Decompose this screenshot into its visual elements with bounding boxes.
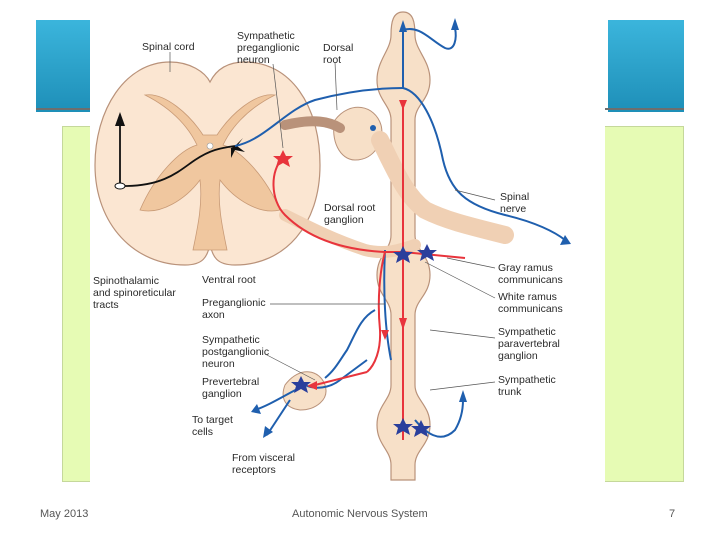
- label-symp-trunk-1: Sympathetic: [498, 374, 556, 386]
- autonomic-reflex-diagram: Spinal cord Sympathetic preganglionic ne…: [90, 0, 605, 490]
- label-prevertebral-1: Prevertebral: [202, 376, 259, 388]
- label-pre-axon-1: Preganglionic: [202, 297, 266, 309]
- label-symp-pre-neuron-1: Sympathetic: [237, 30, 295, 42]
- label-spinal-cord: Spinal cord: [142, 41, 195, 53]
- label-gray-ramus-2: communicans: [498, 274, 563, 286]
- spinothalamic-pathway: [114, 112, 245, 190]
- sympathetic-arrowheads: [307, 100, 407, 390]
- label-white-ramus-2: communicans: [498, 303, 563, 315]
- sympathetic-fibers: [272, 100, 466, 440]
- label-dorsal-root-1: Dorsal: [323, 42, 353, 54]
- label-prevertebral-2: ganglion: [202, 388, 242, 400]
- paravertebral-neuron-body-2: [417, 244, 437, 261]
- label-symp-post-2: postganglionic: [202, 346, 269, 358]
- paravertebral-neuron-body: [393, 246, 413, 263]
- label-pre-axon-2: axon: [202, 309, 225, 321]
- label-spinothalamic-3: tracts: [93, 299, 119, 311]
- label-drg-1: Dorsal root: [324, 202, 375, 214]
- sensory-arrowheads: [251, 18, 571, 438]
- label-spinal-nerve-2: nerve: [500, 203, 526, 215]
- label-symp-trunk-2: trunk: [498, 386, 522, 398]
- label-paravertebral-2: paravertebral: [498, 338, 560, 350]
- label-spinal-nerve-1: Spinal: [500, 191, 529, 203]
- label-visceral-1: From visceral: [232, 452, 295, 464]
- label-symp-post-3: neuron: [202, 358, 235, 370]
- dorsal-root-ganglion: [280, 106, 383, 161]
- lower-ganglion-neuron-body: [393, 418, 413, 435]
- label-spinothalamic-2: and spinoreticular: [93, 287, 176, 299]
- diagram-labels: Spinal cord Sympathetic preganglionic ne…: [93, 30, 563, 476]
- footer-title: Autonomic Nervous System: [292, 508, 428, 520]
- label-target-1: To target: [192, 414, 233, 426]
- footer-date: May 2013: [40, 508, 89, 520]
- label-drg-2: ganglion: [324, 214, 364, 226]
- sympathetic-preganglionic-neuron-body: [273, 150, 293, 167]
- prevertebral-neuron-body: [291, 376, 311, 393]
- label-paravertebral-1: Sympathetic: [498, 326, 556, 338]
- neuron-cell-bodies: [273, 150, 437, 437]
- label-symp-pre-neuron-3: neuron: [237, 54, 270, 66]
- label-leader-lines: [169, 52, 496, 391]
- label-spinothalamic-1: Spinothalamic: [93, 275, 159, 287]
- label-symp-post-1: Sympathetic: [202, 334, 260, 346]
- label-paravertebral-3: ganglion: [498, 350, 538, 362]
- label-visceral-2: receptors: [232, 464, 276, 476]
- label-target-2: cells: [192, 426, 213, 438]
- lower-ganglion-neuron-body-2: [411, 420, 431, 437]
- label-white-ramus-1: White ramus: [498, 291, 557, 303]
- label-ventral-root: Ventral root: [202, 274, 256, 286]
- label-dorsal-root-2: root: [323, 54, 341, 66]
- footer-page-number: 7: [669, 508, 676, 520]
- label-gray-ramus-1: Gray ramus: [498, 262, 553, 274]
- label-symp-pre-neuron-2: preganglionic: [237, 42, 299, 54]
- title-banner-right: [608, 20, 684, 112]
